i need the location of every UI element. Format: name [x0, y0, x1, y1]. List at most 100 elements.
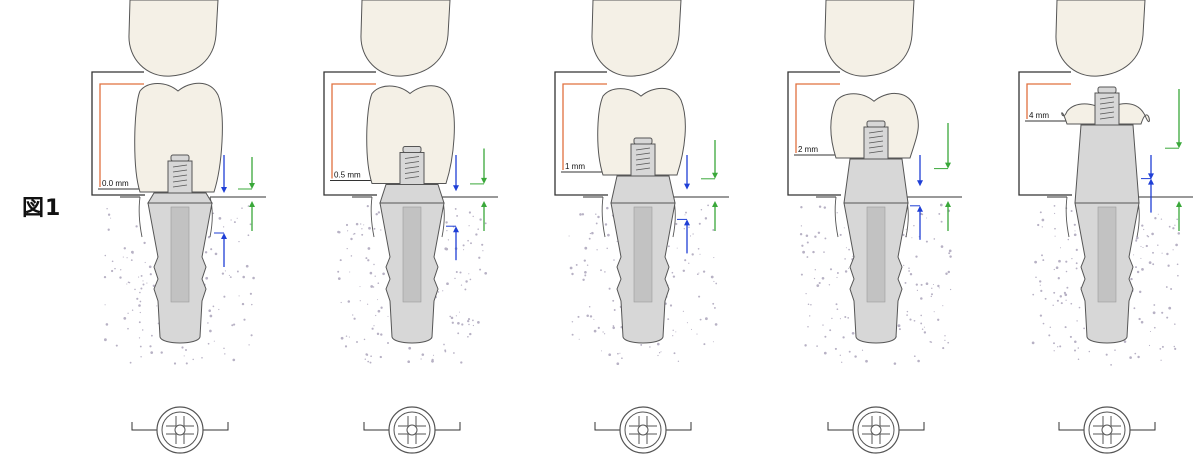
bone-dot: [232, 358, 236, 362]
bone-dot: [608, 287, 611, 290]
bone-dot: [1039, 314, 1043, 317]
bone-dot: [675, 331, 677, 333]
bone-dot: [238, 295, 240, 297]
bone-dot: [454, 207, 457, 210]
bone-dot: [139, 291, 141, 294]
bone-dot: [212, 305, 215, 308]
bone-dot: [1048, 334, 1051, 337]
bone-dot: [355, 222, 359, 226]
bone-dot: [586, 314, 589, 317]
bone-dot: [143, 241, 146, 245]
bone-dot: [366, 353, 369, 356]
bone-dot: [361, 233, 364, 236]
bone-dot: [123, 317, 127, 320]
bone-dot: [1032, 293, 1035, 296]
bone-dot: [156, 305, 158, 307]
height-bracket: [1018, 71, 1072, 196]
bone-dot: [370, 285, 374, 288]
bone-dot: [1138, 317, 1141, 321]
bone-dot: [578, 338, 580, 340]
bone-dot: [898, 328, 901, 331]
bone-dot: [588, 306, 591, 308]
bone-dot: [1057, 346, 1059, 348]
bone-dot: [1039, 284, 1041, 286]
bone-dot: [848, 248, 850, 251]
bone-dot: [247, 234, 250, 237]
bone-dot: [1129, 356, 1132, 359]
bone-dot: [204, 251, 208, 254]
bone-dot: [612, 325, 615, 327]
bone-dot: [1135, 239, 1138, 242]
bone-dot: [455, 270, 458, 274]
bone-dot: [380, 229, 382, 231]
bone-dot: [712, 302, 715, 305]
bone-dot: [607, 233, 610, 237]
bone-dot: [913, 355, 916, 358]
bone-dot: [949, 255, 952, 258]
bone-dot: [369, 361, 372, 364]
bone-dot: [705, 317, 708, 321]
bone-dot: [947, 270, 951, 274]
abutment-collar: [610, 175, 676, 204]
bone-dot: [127, 327, 129, 330]
bone-dot: [593, 318, 595, 320]
bone-dot: [445, 221, 448, 224]
bone-dot: [1157, 213, 1159, 215]
bone-dot: [920, 297, 923, 300]
occlusal-screw-hole: [174, 424, 186, 436]
bone-dot: [367, 259, 370, 262]
bone-dot: [682, 310, 685, 312]
dimension-label: 2 mm: [798, 145, 818, 154]
bone-dot: [1140, 320, 1144, 324]
green-arrow-up-head: [712, 201, 718, 207]
bone-dot: [893, 362, 897, 365]
bone-dot: [657, 354, 659, 357]
bone-dot: [475, 233, 478, 236]
bone-dot: [472, 319, 474, 322]
occlusal-view: [594, 406, 692, 454]
bone-dot: [810, 303, 812, 306]
bone-dot: [649, 346, 651, 348]
bone-dot: [568, 235, 570, 237]
bone-dot: [600, 269, 602, 272]
bone-dot: [1151, 232, 1154, 236]
occlusal-cross: [862, 416, 890, 444]
bone-dot: [1166, 252, 1169, 256]
bone-dot: [353, 317, 356, 320]
green-arrow-up-head: [1176, 201, 1182, 207]
bone-dot: [241, 207, 243, 209]
bone-dot: [1174, 224, 1176, 226]
bone-dot: [913, 225, 915, 227]
bone-dot: [945, 272, 948, 276]
bone-dot: [183, 355, 185, 357]
bone-dot: [1140, 257, 1142, 259]
bone-dot: [387, 315, 389, 317]
bone-dot: [457, 332, 460, 335]
bone-dot: [696, 333, 698, 335]
green-arrow-up-head: [481, 201, 487, 207]
bone-dot: [359, 300, 361, 302]
panel-3: 1 mm: [554, 0, 729, 454]
bone-dot: [380, 306, 383, 309]
bone-dot: [1074, 230, 1076, 232]
bone-dot: [917, 359, 920, 363]
bone-dot: [1174, 347, 1177, 350]
opposing-tooth: [824, 0, 915, 77]
bone-dot: [1153, 304, 1156, 306]
bone-dot: [707, 204, 709, 207]
bone-dot: [942, 347, 945, 350]
bone-dot: [713, 306, 716, 309]
bone-dot: [713, 257, 715, 259]
bone-dot: [1063, 291, 1066, 294]
bone-dot: [686, 322, 688, 324]
bone-dot: [913, 319, 916, 322]
bone-dot: [916, 289, 919, 292]
bone-dot: [1143, 228, 1145, 231]
bone-dot: [468, 273, 470, 275]
occlusal-cross: [629, 416, 657, 444]
bone-dot: [1083, 327, 1085, 330]
bone-dot: [221, 272, 225, 275]
bone-dot: [103, 275, 107, 279]
bone-dot: [584, 274, 587, 277]
bone-dot: [463, 249, 465, 251]
